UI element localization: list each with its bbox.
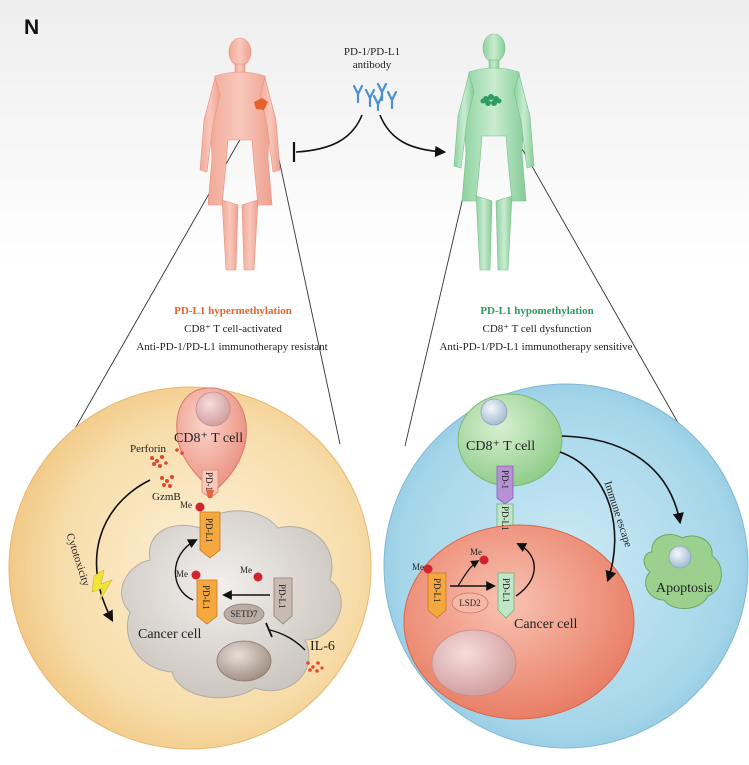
right-pdl1-label-demethylated: PD-L1 bbox=[501, 578, 511, 603]
lightning-icon bbox=[91, 569, 113, 601]
left-me-dot-free bbox=[253, 572, 263, 582]
right-pdl1-methylated bbox=[427, 572, 447, 619]
right-line2: CD8⁺ T cell dysfunction bbox=[482, 323, 592, 335]
right-me-dot-attached bbox=[423, 564, 433, 574]
me-release-arrow bbox=[457, 560, 480, 587]
setd7-enzyme bbox=[223, 603, 265, 625]
left-cancer-cell bbox=[121, 510, 342, 699]
cytotoxicity-arrow bbox=[95, 479, 151, 622]
left-cd8-t-cell bbox=[176, 387, 247, 493]
right-line3: Anti-PD-1/PD-L1 immunotherapy sensitive bbox=[439, 341, 633, 353]
left-tcell-label: CD8⁺ T cell bbox=[174, 431, 244, 446]
left-me-label-top: Me bbox=[180, 500, 192, 510]
left-pdl1-label-top: PD-L1 bbox=[204, 518, 214, 543]
setd7-label: SETD7 bbox=[230, 609, 258, 619]
left-me-label-free: Me bbox=[240, 565, 252, 575]
right-pd1-label: PD-1 bbox=[500, 470, 510, 490]
il6-label: IL-6 bbox=[310, 639, 335, 654]
right-me-label-attached: Me bbox=[412, 562, 424, 572]
apoptotic-cell bbox=[643, 534, 722, 609]
right-tcell-label: CD8⁺ T cell bbox=[466, 439, 536, 454]
right-pdl1-demethylated bbox=[497, 572, 515, 619]
right-me-label-free: Me bbox=[470, 547, 482, 557]
left-line3: Anti-PD-1/PD-L1 immunotherapy resistant bbox=[136, 341, 328, 353]
left-t-cell-nucleus bbox=[195, 391, 231, 427]
perforin-label: Perforin bbox=[130, 443, 167, 455]
left-pdl1-unmethylated bbox=[273, 577, 293, 625]
apoptosis-label: Apoptosis bbox=[656, 581, 713, 596]
right-title: PD-L1 hypomethylation bbox=[480, 305, 594, 317]
left-line2: CD8⁺ T cell-activated bbox=[184, 323, 282, 335]
antibody-label-line1: PD-1/PD-L1 bbox=[343, 46, 401, 58]
gzmb-dots bbox=[160, 448, 184, 488]
il6-dots bbox=[306, 661, 324, 673]
right-cancer-label: Cancer cell bbox=[514, 617, 578, 632]
left-pdl1-label-inner: PD-L1 bbox=[201, 585, 211, 610]
left-me-dot-inner bbox=[191, 570, 201, 580]
apoptosis-arrow bbox=[561, 435, 684, 525]
right-tumor-icon bbox=[480, 94, 502, 106]
right-pdl1-label-methylated: PD-L1 bbox=[432, 578, 442, 603]
antibody-inhibit-arrow bbox=[295, 114, 363, 153]
left-pdl1-membrane bbox=[199, 511, 221, 559]
left-pdl1-label-free: PD-L1 bbox=[277, 584, 287, 609]
left-human-body bbox=[199, 37, 281, 271]
left-pdl1-inner bbox=[196, 579, 218, 625]
panel-letter: N bbox=[24, 16, 40, 39]
il6-inhibit-bar bbox=[265, 622, 273, 638]
il6-signal-line bbox=[269, 629, 306, 651]
perforin-dots bbox=[150, 455, 168, 468]
antibody-activate-arrow bbox=[379, 114, 447, 158]
left-pd1-receptor bbox=[201, 469, 219, 499]
right-t-cell-nucleus bbox=[480, 398, 508, 426]
left-cancer-label: Cancer cell bbox=[138, 627, 202, 642]
lsd2-enzyme bbox=[451, 592, 489, 614]
left-pd1-stem bbox=[206, 490, 214, 498]
translocation-arrow-right bbox=[515, 543, 535, 597]
left-pd1-label: PD-1 bbox=[204, 472, 214, 492]
left-me-dot-top bbox=[195, 502, 205, 512]
left-title: PD-L1 hypermethylation bbox=[174, 305, 292, 317]
left-me-label-inner: Me bbox=[176, 569, 188, 579]
apoptotic-nucleus bbox=[668, 545, 692, 569]
translocation-arrow-left bbox=[174, 539, 198, 601]
immune-escape-arrow bbox=[559, 451, 617, 583]
right-pd1-receptor bbox=[496, 465, 514, 505]
antibody-icons bbox=[352, 82, 398, 112]
right-cancer-nucleus bbox=[431, 629, 517, 697]
right-human-body bbox=[453, 33, 535, 271]
antibody-label-line2: antibody bbox=[352, 59, 392, 71]
lsd2-label: LSD2 bbox=[459, 598, 481, 608]
top-background bbox=[0, 0, 749, 270]
left-cancer-nucleus bbox=[216, 640, 272, 682]
right-me-dot-free bbox=[479, 555, 489, 565]
left-tumor-icon bbox=[254, 98, 268, 110]
gzmb-label: GzmB bbox=[152, 491, 181, 503]
right-pdl1-label-membrane: PD-L1 bbox=[500, 506, 510, 531]
